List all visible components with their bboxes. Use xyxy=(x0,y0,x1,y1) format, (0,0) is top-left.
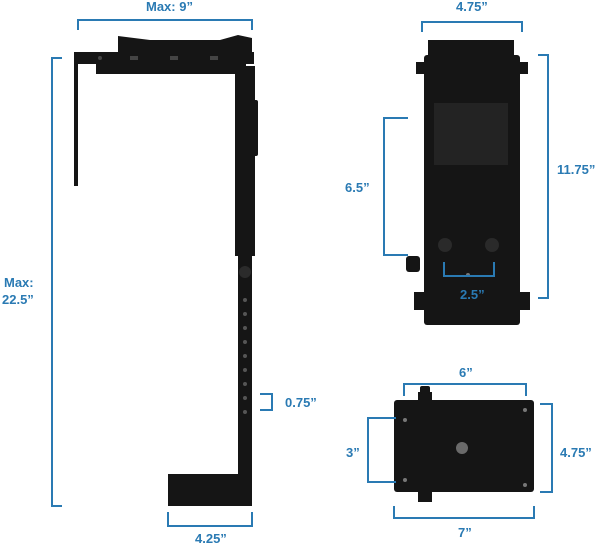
base-width-label: 4.25” xyxy=(195,531,227,546)
plate-span-label: 6” xyxy=(459,365,473,380)
dimension-lines xyxy=(51,19,553,527)
max-width-label: Max: 9” xyxy=(146,0,193,14)
mount-top-slots xyxy=(98,56,218,60)
back-height-label: 11.75” xyxy=(557,162,596,177)
clamp-width-label: 7” xyxy=(458,525,472,540)
cpu-mount-side-view xyxy=(74,35,258,506)
hole-height-label: 6.5” xyxy=(345,180,370,195)
slot-spacing-label: 0.75” xyxy=(285,395,317,410)
clamp-height-label: 4.75” xyxy=(560,445,592,460)
max-height-label-line2: 22.5” xyxy=(2,292,34,307)
plate-height-label: 3” xyxy=(346,445,360,460)
mount-adjust-holes xyxy=(243,298,247,414)
back-view-details xyxy=(434,103,508,277)
clamp-details xyxy=(403,408,527,487)
cpu-mount-back-view xyxy=(406,40,530,325)
back-width-label: 4.75” xyxy=(456,0,488,14)
hole-spacing-label: 2.5” xyxy=(460,287,485,302)
max-height-label-line1: Max: xyxy=(4,275,34,290)
